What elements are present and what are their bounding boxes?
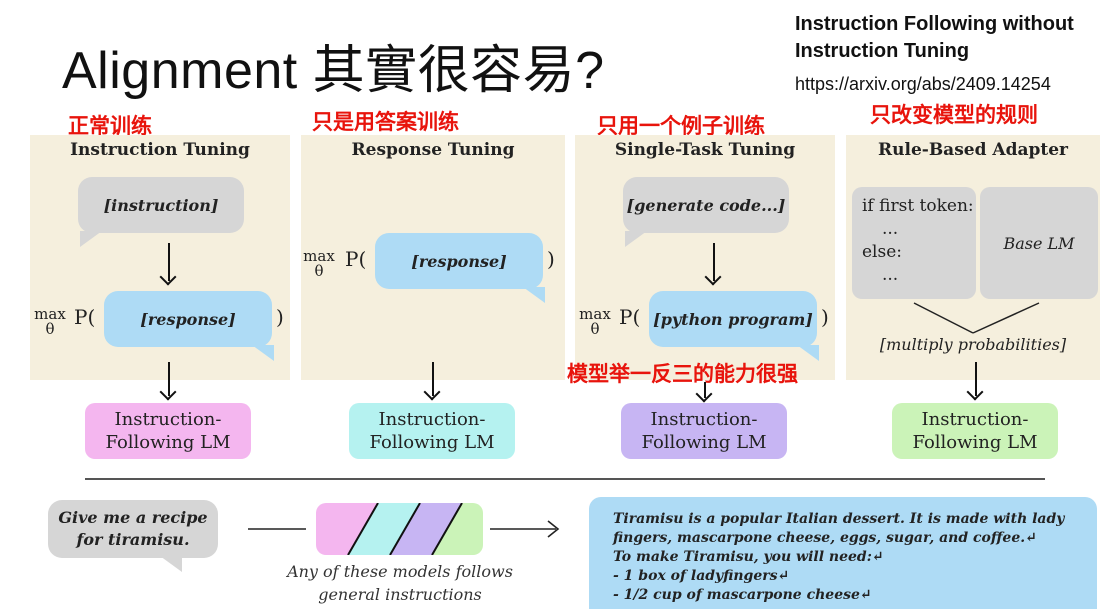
annotation-one-example-training: 只用一个例子训练: [597, 114, 765, 138]
base-lm-box: Base LM: [980, 187, 1098, 299]
annotation-generalization: 模型举一反三的能力很强: [567, 362, 798, 386]
annotation-rule-only: 只改变模型的规则: [870, 103, 1038, 127]
arrow-head-out: [547, 520, 560, 538]
lm-box-purple: Instruction-Following LM: [621, 403, 787, 459]
response-bubble: [response]: [375, 233, 543, 289]
reference-title: Instruction Following without Instructio…: [795, 11, 1074, 65]
prob-close: ): [276, 305, 284, 329]
down-arrow: [704, 382, 706, 398]
lm-label-line2: Following LM: [912, 432, 1038, 453]
query-line1: Give me a recipe: [58, 508, 208, 527]
query-bubble: Give me a recipe for tiramisu.: [48, 500, 218, 558]
lm-label-line1: Instruction-: [378, 409, 486, 430]
lm-label-line1: Instruction-: [114, 409, 222, 430]
lm-box-pink: Instruction-Following LM: [85, 403, 251, 459]
down-arrow: [168, 243, 170, 281]
query-line2: for tiramisu.: [76, 530, 190, 549]
prob-close: ): [821, 305, 829, 329]
instruction-bubble: [generate code...]: [623, 177, 789, 233]
down-arrow: [713, 243, 715, 281]
caption-line1: Any of these models follows: [287, 562, 513, 581]
merge-lines: [913, 302, 1040, 334]
caption-line2: general instructions: [318, 585, 482, 604]
max-theta: max θ: [32, 307, 68, 337]
theta-label: θ: [314, 262, 324, 280]
panel-heading: Instruction Tuning: [70, 140, 250, 160]
panel-response-tuning: Response Tuning max θ P( [response] ): [301, 135, 565, 380]
panel-heading: Rule-Based Adapter: [878, 140, 1068, 160]
panel-single-task-tuning: Single-Task Tuning [generate code...] ma…: [575, 135, 835, 380]
caption: Any of these models follows general inst…: [270, 560, 530, 606]
response-line: To make Tiramisu, you will need:↵: [613, 549, 884, 565]
response-lines: Tiramisu is a popular Italian dessert. I…: [613, 510, 1064, 605]
rule-line: if first token:: [862, 196, 974, 216]
prob-open: P(: [619, 305, 641, 329]
down-arrow: [432, 362, 434, 396]
response-line: - 1 box of ladyfingers↵: [613, 568, 790, 584]
response-line: Tiramisu is a popular Italian dessert. I…: [613, 511, 1065, 527]
rule-line: ...: [882, 265, 899, 285]
instruction-text: [generate code...]: [626, 195, 786, 215]
prob-close: ): [547, 247, 555, 271]
max-label: max: [303, 247, 335, 265]
model-flow: [248, 503, 560, 555]
response-line: - 1/2 cup of mascarpone cheese↵: [613, 587, 872, 603]
rule-line: else:: [862, 242, 903, 262]
bubble-tail: [523, 287, 545, 303]
theta-label: θ: [45, 320, 55, 338]
prob-open: P(: [345, 247, 367, 271]
base-lm-label: Base LM: [1003, 233, 1075, 253]
reference-title-line1: Instruction Following without: [795, 13, 1074, 35]
down-arrow: [168, 362, 170, 396]
theta-label: θ: [590, 320, 600, 338]
lm-label-line2: Following LM: [105, 432, 231, 453]
response-bubble: [response]: [104, 291, 272, 347]
prob-open: P(: [74, 305, 96, 329]
max-theta: max θ: [301, 249, 337, 279]
down-arrow: [975, 362, 977, 396]
response-text: [response]: [140, 309, 236, 329]
bubble-tail: [625, 231, 647, 247]
response-line: fingers, mascarpone cheese, eggs, sugar,…: [613, 530, 1037, 546]
lm-label-line1: Instruction-: [921, 409, 1029, 430]
bubble-tail: [797, 345, 819, 361]
striped-model-bar: [316, 503, 483, 555]
max-label: max: [34, 305, 66, 323]
section-divider: [85, 478, 1045, 480]
panel-rule-based-adapter: Rule-Based Adapter if first token: ... e…: [846, 135, 1100, 380]
instruction-bubble: [instruction]: [78, 177, 244, 233]
bubble-tail: [160, 556, 182, 572]
max-theta: max θ: [577, 307, 613, 337]
reference-title-line2: Instruction Tuning: [795, 40, 970, 62]
bubble-tail: [252, 345, 274, 361]
panel-heading: Single-Task Tuning: [614, 140, 796, 160]
response-text: [response]: [411, 251, 507, 271]
annotation-answer-only-training: 只是用答案训练: [312, 110, 459, 134]
annotation-normal-training: 正常训练: [68, 114, 152, 138]
python-program-text: [python program]: [653, 309, 813, 329]
bubble-tail: [80, 231, 102, 247]
instruction-text: [instruction]: [103, 195, 219, 215]
response-bubble: [python program]: [649, 291, 817, 347]
combine-label: [multiply probabilities]: [879, 335, 1067, 354]
lm-label-line2: Following LM: [369, 432, 495, 453]
lm-label-line2: Following LM: [641, 432, 767, 453]
rule-line: ...: [882, 219, 899, 239]
panel-heading: Response Tuning: [351, 140, 515, 160]
panel-instruction-tuning: Instruction Tuning [instruction] max θ P…: [30, 135, 290, 380]
slide-title: Alignment 其實很容易?: [62, 42, 605, 100]
rule-box: if first token: ... else: ...: [852, 187, 976, 299]
max-label: max: [579, 305, 611, 323]
output-response-bubble: Tiramisu is a popular Italian dessert. I…: [589, 497, 1097, 609]
lm-box-cyan: Instruction-Following LM: [349, 403, 515, 459]
lm-box-green: Instruction-Following LM: [892, 403, 1058, 459]
lm-label-line1: Instruction-: [650, 409, 758, 430]
reference-url[interactable]: https://arxiv.org/abs/2409.14254: [795, 74, 1051, 94]
